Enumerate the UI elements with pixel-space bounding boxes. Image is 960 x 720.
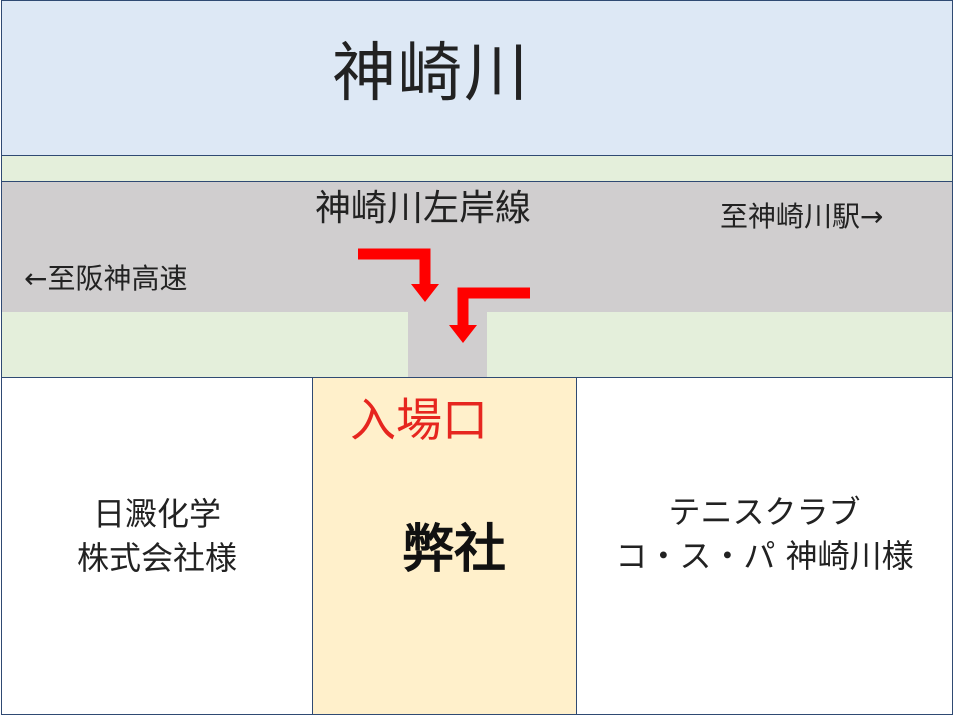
neighbor-lot-left [1,377,313,715]
neighbor-right-name: テニスクラブ コ・ス・パ 神崎川様 [576,490,953,578]
green-strip-left [1,312,409,378]
neighbor-left-name: 日澱化学 株式会社様 [1,492,313,580]
our-company-lot [312,377,577,715]
neighbor-right-line1: テニスクラブ [668,493,861,531]
river-label: 神崎川 [332,37,530,111]
direction-east-label: 至神崎川駅→ [720,200,884,233]
entry-arrow-from-east-icon [449,287,530,343]
road-label: 神崎川左岸線 [315,188,532,229]
neighbor-left-line2: 株式会社様 [76,539,237,577]
entry-arrow-from-west-icon [358,248,439,302]
driveway [408,312,487,378]
neighbor-lot-right [576,377,953,715]
our-company-label: 弊社 [402,520,507,580]
direction-west-label: ←至阪神高速 [24,262,188,295]
neighbor-right-line2: コ・ス・パ 神崎川様 [615,537,914,575]
entrance-label: 入場口 [350,393,488,447]
neighbor-left-line1: 日澱化学 [92,495,221,533]
river-area [1,0,953,156]
